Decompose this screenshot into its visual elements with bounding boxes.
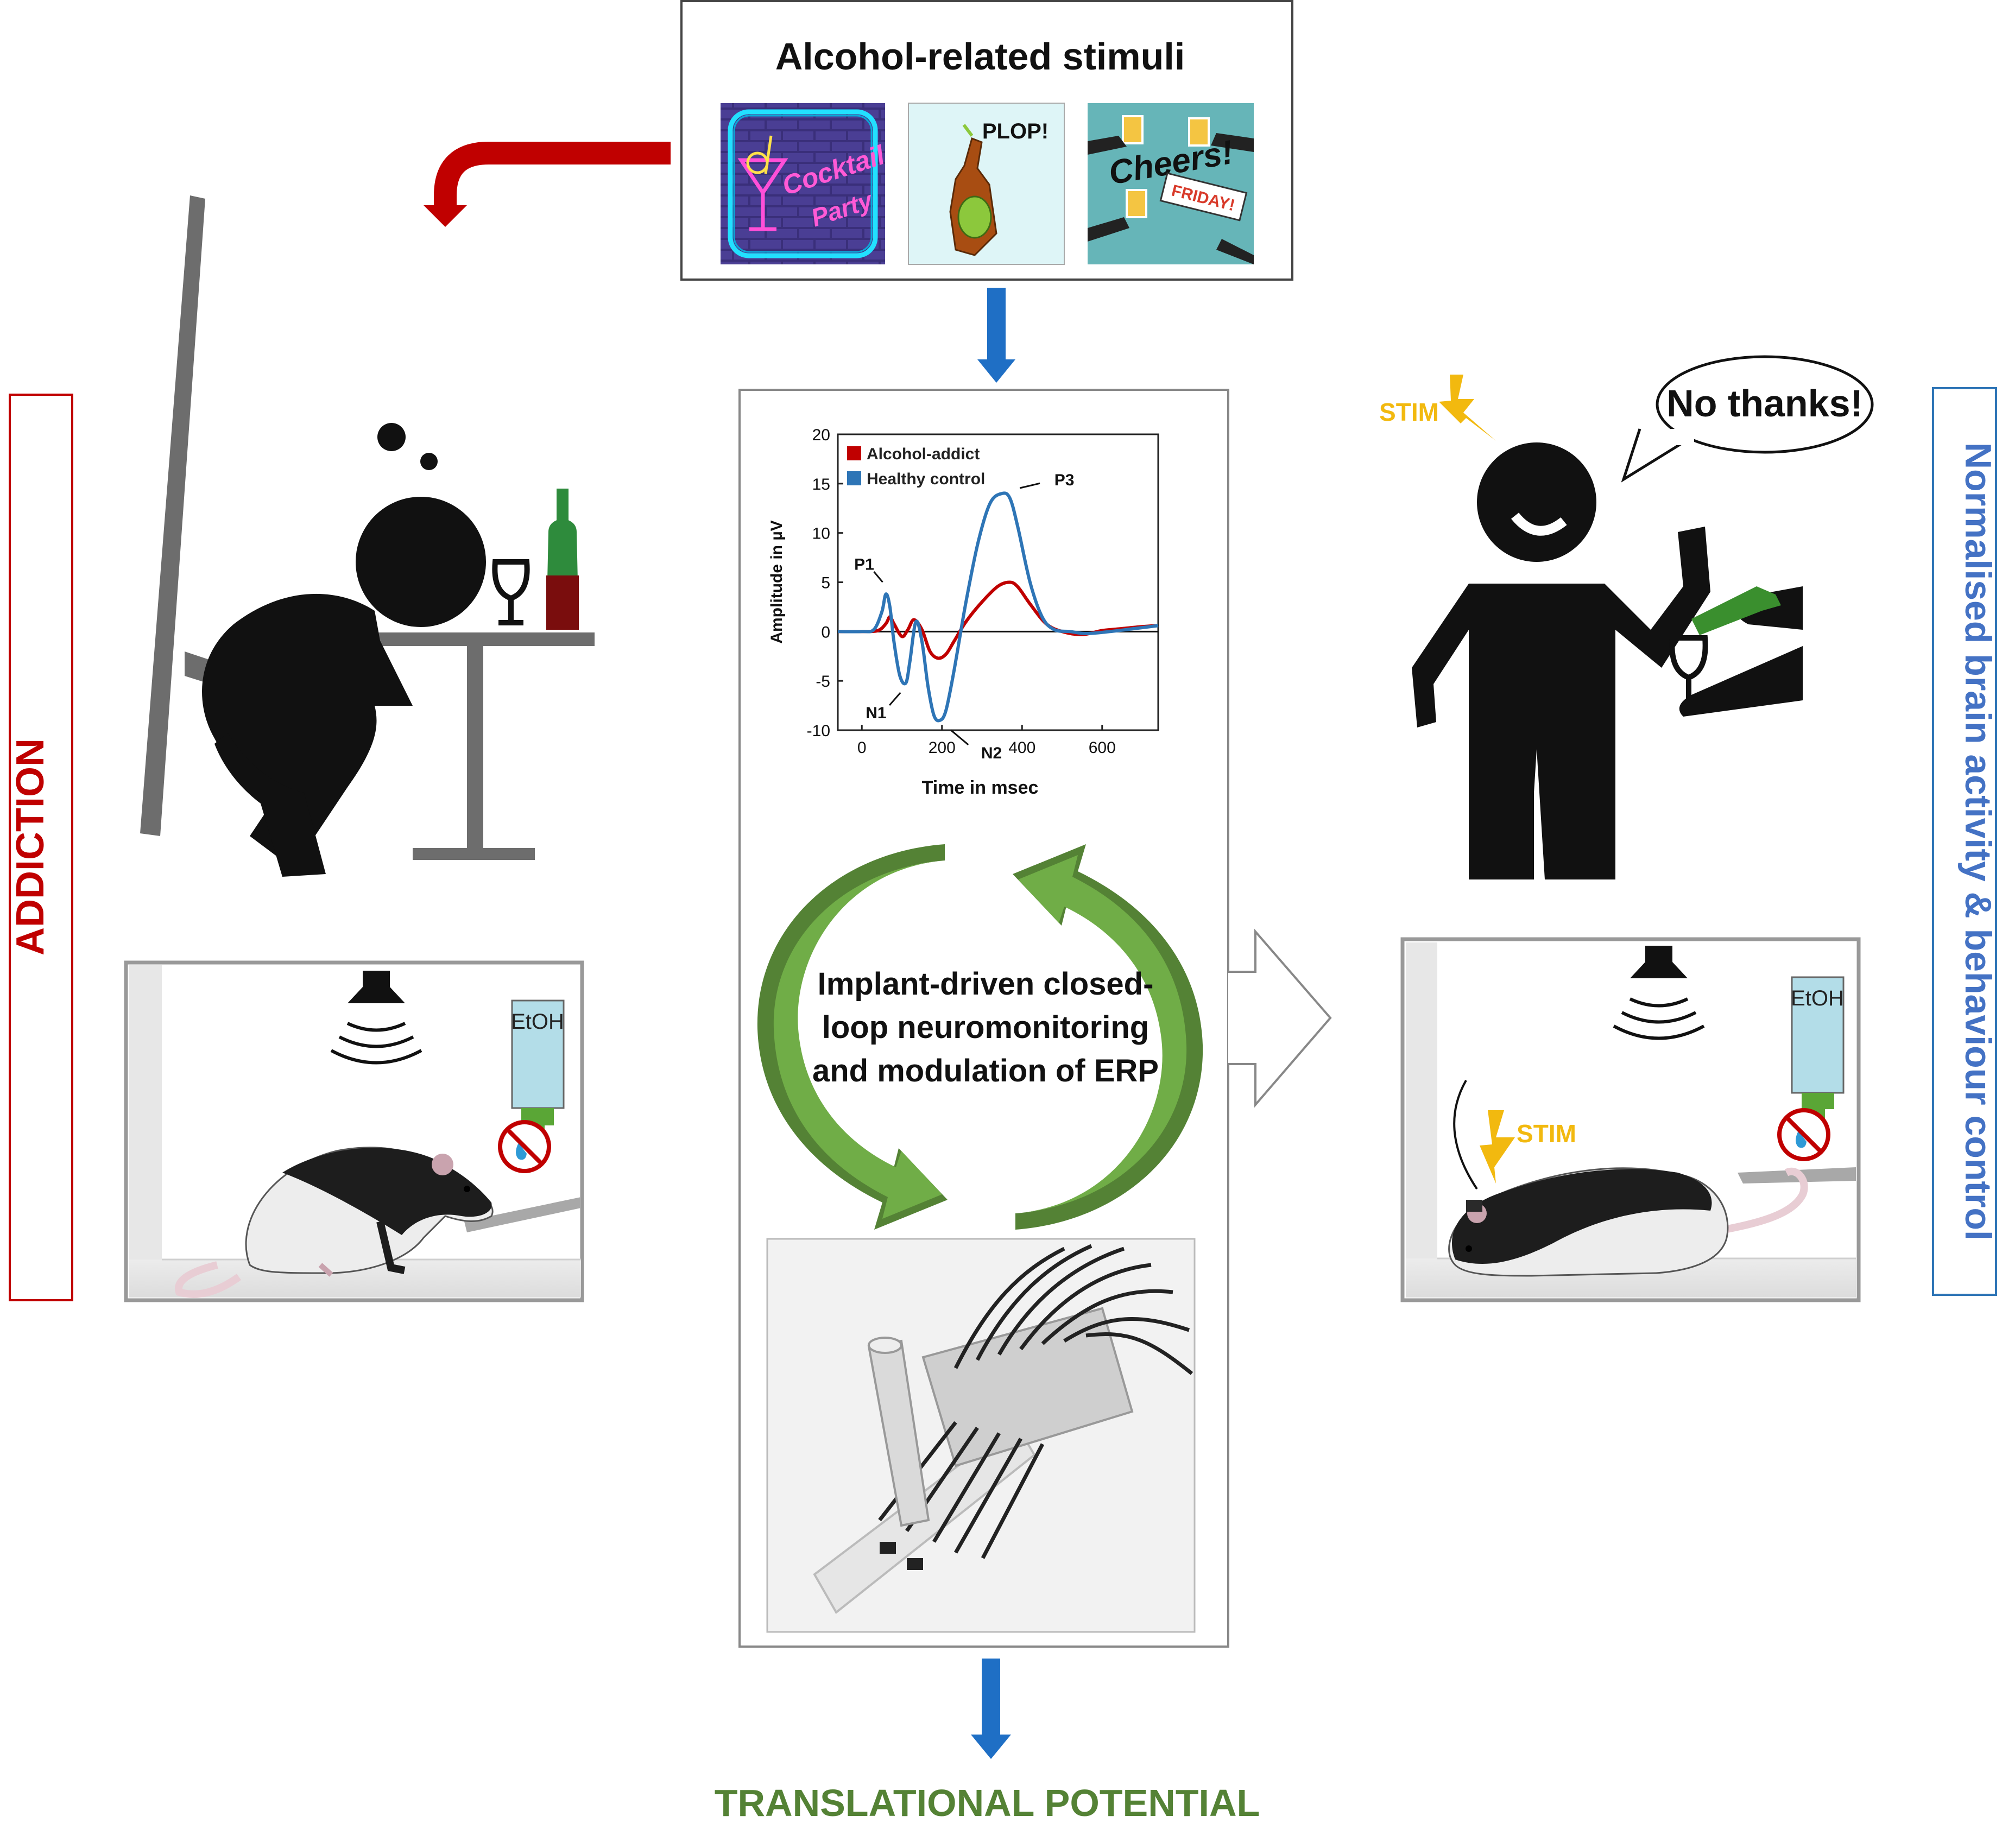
cocktail-party-image: Cocktail Party <box>721 103 889 264</box>
y-tick-label: 15 <box>812 476 830 493</box>
annotation-label: P1 <box>854 555 874 573</box>
chart-plot-area <box>837 433 1159 731</box>
y-tick-label: -10 <box>807 722 830 740</box>
addiction-label-box <box>9 394 73 1301</box>
etoh-bottle-right <box>1791 976 1845 1094</box>
y-tick-label: 0 <box>821 623 830 641</box>
stimuli-title: Alcohol-related stimuli <box>775 35 1185 78</box>
control-cage: EtOH STIM <box>1400 937 1861 1302</box>
addiction-label: ADDICTION <box>9 738 52 955</box>
outline-arrow-right <box>1228 928 1332 1108</box>
drunk-person-figure <box>140 195 595 877</box>
annotation-arrow <box>950 729 969 745</box>
implant-cable <box>1453 1080 1478 1190</box>
cheers-image: Cheers! FRIDAY! <box>1088 103 1254 264</box>
rat-drinking <box>174 1147 494 1298</box>
etoh-label-right: EtOH <box>1791 986 1844 1010</box>
x-tick-label: 400 <box>1008 739 1035 757</box>
thought-bubble-large <box>377 423 406 451</box>
annotation-arrow <box>873 571 883 583</box>
cycle-arrow-right-inner <box>1015 855 1187 1213</box>
plop-text: PLOP! <box>982 119 1049 143</box>
chart-legend: Alcohol-addict Healthy control <box>847 445 985 488</box>
stim-label-top: STIM <box>1379 398 1439 426</box>
x-tick-label: 600 <box>1089 739 1116 757</box>
plop-bottle-image: PLOP! <box>908 103 1065 265</box>
sober-person-figure <box>1412 442 1803 879</box>
cage-speaker-icon <box>330 971 422 1065</box>
control-label-box <box>1932 387 1997 1296</box>
no-drinking-icon-right <box>1777 1108 1830 1161</box>
annotation-arrow <box>888 692 901 706</box>
legend-label-alcohol-addict: Alcohol-addict <box>867 445 980 463</box>
legend-swatch-alcohol-addict <box>847 446 861 460</box>
y-axis-ticks: -10 -5 0 5 10 15 20 <box>807 426 843 740</box>
speech-bubble-text: No thanks! <box>1666 382 1863 425</box>
cycle-text-line-2: loop neuromonitoring <box>822 1010 1149 1045</box>
blue-arrow-bottom <box>971 1659 1011 1759</box>
no-drinking-icon <box>498 1120 551 1173</box>
stimuli-panel: Alcohol-related stimuli Cocktail Party P… <box>680 0 1293 281</box>
x-axis-ticks: 0 200 400 600 <box>857 725 1116 757</box>
y-tick-label: 20 <box>812 426 830 444</box>
cycle-arrow-left-inner <box>773 860 945 1219</box>
translational-potential-label: TRANSLATIONAL POTENTIAL <box>715 1782 1260 1824</box>
annotation-arrow <box>1019 482 1040 489</box>
lightning-icon-cage <box>1480 1110 1515 1184</box>
stim-label-cage: STIM <box>1517 1119 1576 1148</box>
x-tick-label: 0 <box>857 739 867 757</box>
x-axis-label: Time in msec <box>922 777 1039 798</box>
y-tick-label: 10 <box>812 525 830 543</box>
cycle-text-line-3: and modulation of ERP <box>812 1053 1159 1088</box>
y-axis-label: Amplitude in µV <box>768 520 786 643</box>
etoh-label: EtOH <box>511 1010 564 1034</box>
cage-speaker-icon-right <box>1613 946 1705 1040</box>
y-tick-label: 5 <box>821 574 830 592</box>
annotation-label: P3 <box>1054 471 1075 489</box>
red-curved-arrow <box>424 142 671 227</box>
rat-implanted <box>1448 1167 1808 1277</box>
y-tick-label: -5 <box>816 673 830 691</box>
control-label: Normalised brain activity & behaviour co… <box>1957 442 1999 1241</box>
legend-label-healthy-control: Healthy control <box>867 470 985 488</box>
addiction-cage: EtOH <box>124 960 584 1302</box>
lightning-icon-top <box>1439 375 1496 441</box>
closed-loop-cycle: Implant-driven closed- loop neuromonitor… <box>757 844 1203 1230</box>
thought-bubble-small <box>420 453 438 470</box>
annotation-label: N2 <box>981 744 1002 762</box>
speech-bubble: No thanks! <box>1621 355 1874 483</box>
legend-swatch-healthy-control <box>847 471 861 485</box>
cycle-text-line-1: Implant-driven closed- <box>818 966 1154 1002</box>
neural-implant-photo <box>766 1238 1196 1633</box>
blue-arrow-top <box>977 288 1015 383</box>
series-line-healthy-control <box>837 491 1159 723</box>
annotation-label: N1 <box>866 704 886 722</box>
x-tick-label: 200 <box>929 739 956 757</box>
